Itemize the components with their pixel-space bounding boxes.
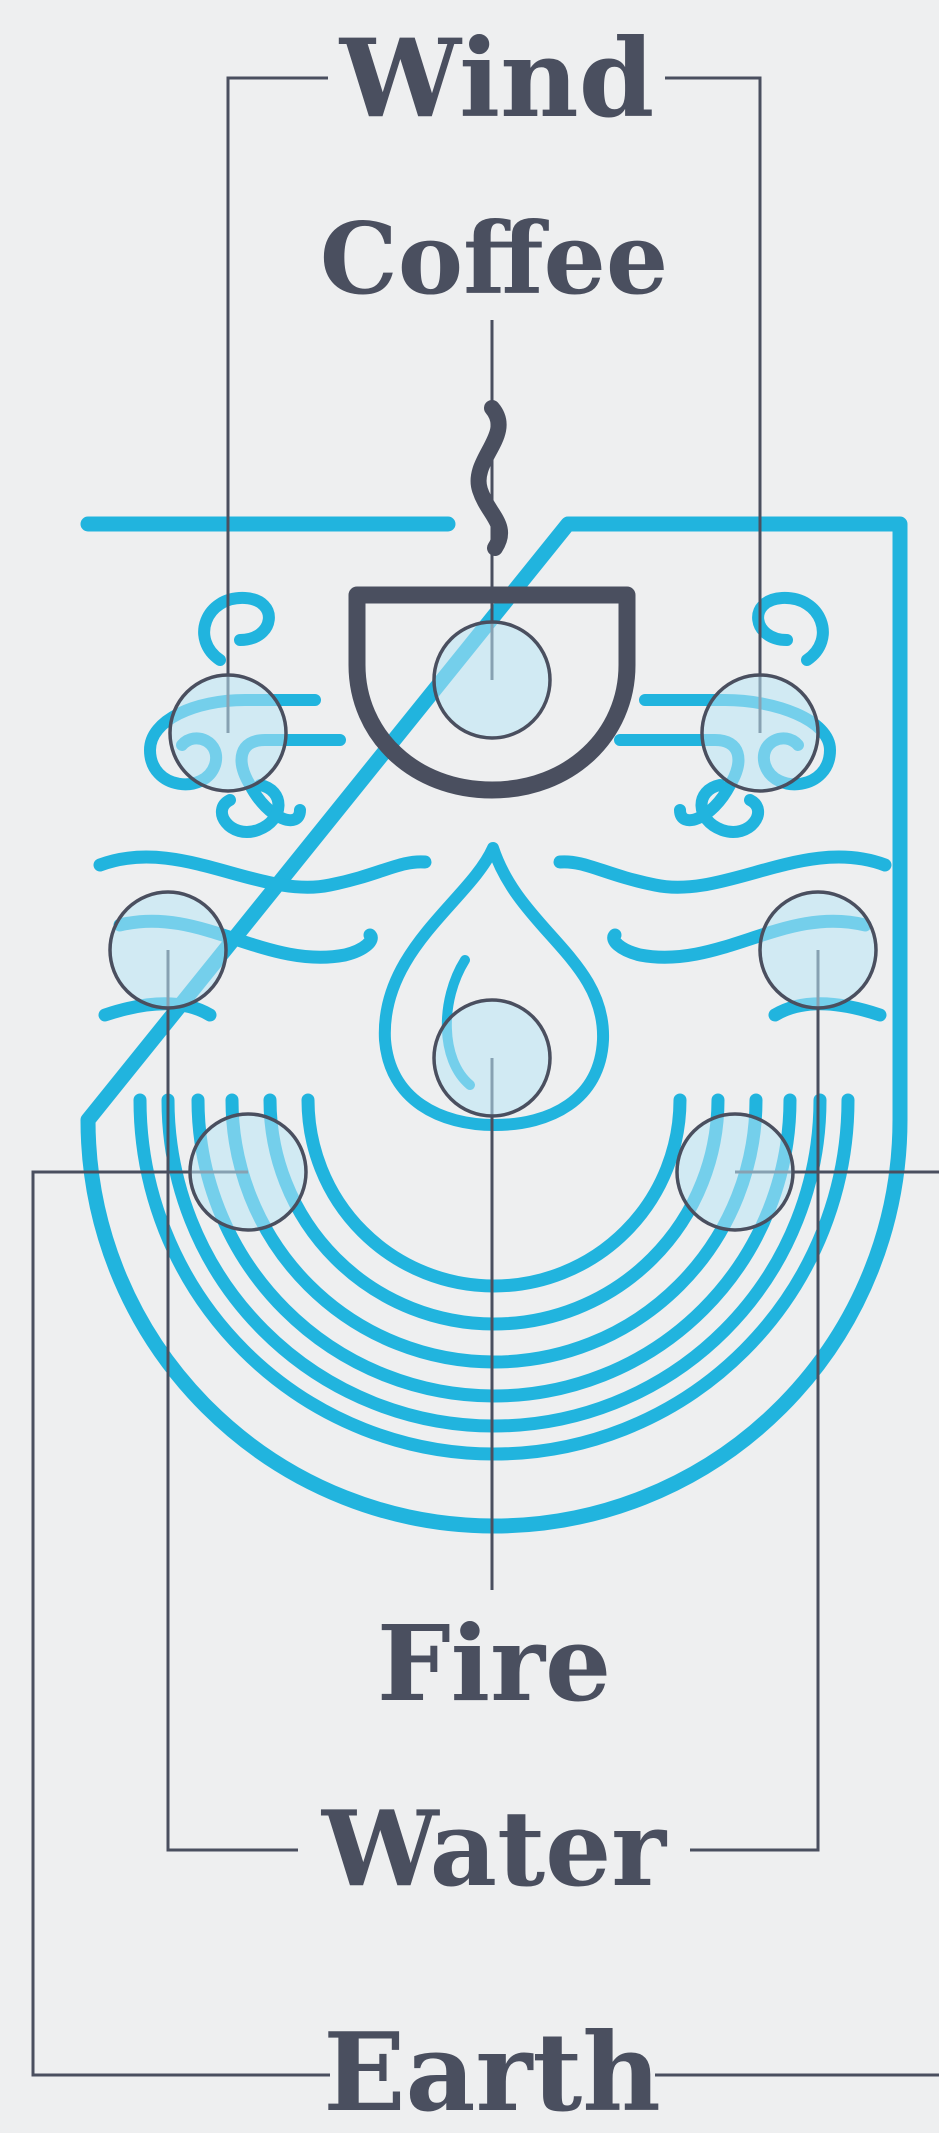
water-right-marker [758, 890, 878, 1010]
highlight-circles [108, 620, 878, 1232]
coffee-label: Coffee [320, 202, 669, 317]
earth-left-marker [188, 1112, 308, 1232]
wind-leader [226, 76, 328, 733]
wind-right-marker [700, 673, 820, 793]
coffee-cup-icon [348, 586, 636, 799]
fire-marker [432, 998, 552, 1118]
wind-leader-right [665, 76, 762, 733]
earth-leader [31, 1170, 330, 2077]
wind-label: Wind [339, 16, 654, 142]
water-leader-right [690, 950, 820, 1852]
water-label: Water [321, 1787, 667, 1910]
water-left-marker [108, 890, 228, 1010]
leader-lines [31, 76, 939, 2077]
earth-right-marker [675, 1112, 795, 1232]
steam-icon [470, 400, 509, 556]
earth-label: Earth [323, 2010, 661, 2133]
fire-label: Fire [377, 1602, 611, 1725]
wind-left-marker [168, 673, 288, 793]
water-leader [166, 950, 298, 1852]
emblem-shield [80, 516, 908, 1534]
coffee-marker [432, 620, 552, 740]
